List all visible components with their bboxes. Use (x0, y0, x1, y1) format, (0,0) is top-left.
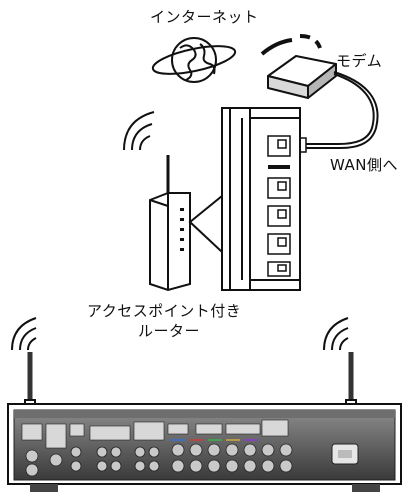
receiver-antennas (24, 352, 357, 409)
lan-port-icons (267, 135, 291, 277)
router-label-line1: アクセスポイント付き (87, 302, 242, 320)
router-label-line2: ルーター (138, 322, 201, 340)
globe-icon (151, 37, 237, 83)
modem-label: モデム (336, 52, 383, 70)
router-wifi-icon (123, 111, 155, 151)
left-wifi-icon (11, 317, 37, 351)
zoom-callout-wedge (188, 193, 223, 255)
wan-side-label: WAN側へ (330, 156, 398, 174)
internet-modem-link (260, 34, 322, 56)
av-receiver-rear-panel (7, 403, 402, 492)
modem-icon (267, 55, 337, 99)
right-wifi-icon (323, 317, 349, 351)
wan-cable (300, 71, 379, 149)
router-icon (149, 155, 191, 292)
internet-label: インターネット (150, 8, 259, 26)
